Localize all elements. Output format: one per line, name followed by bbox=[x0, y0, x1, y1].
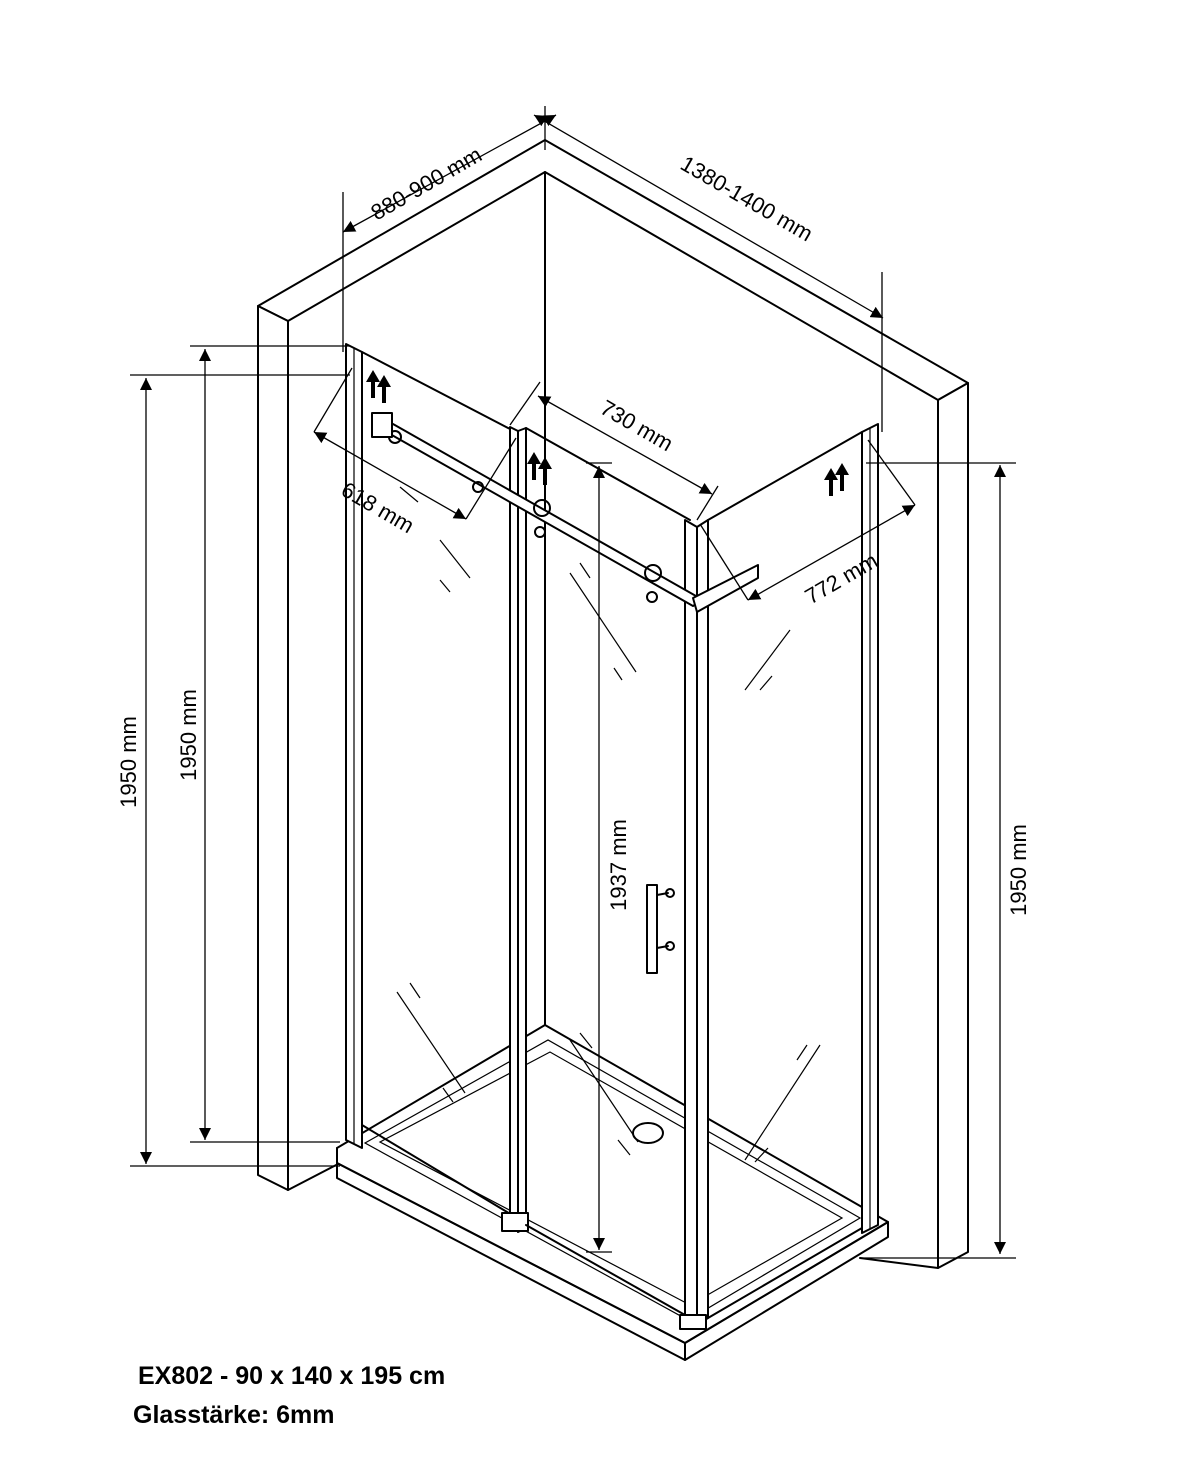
door-handle-icon bbox=[646, 884, 675, 974]
dimension-lines bbox=[130, 106, 1016, 1259]
up-arrow-icon bbox=[527, 452, 552, 485]
height-left-inner-label: 1950 mm bbox=[176, 689, 201, 781]
drain-icon bbox=[632, 1122, 664, 1144]
adjustment-arrows bbox=[366, 370, 849, 496]
door-opening-label: 730 mm bbox=[596, 395, 677, 456]
height-left-outer-label: 1950 mm bbox=[116, 716, 141, 808]
glass-thickness-caption: Glasstärke: 6mm bbox=[133, 1401, 335, 1429]
shower-tray bbox=[336, 1024, 889, 1361]
up-arrow-icon bbox=[824, 463, 849, 496]
height-right-label: 1950 mm bbox=[1006, 824, 1031, 916]
roller-icon bbox=[472, 481, 484, 493]
roller-icon bbox=[534, 526, 546, 538]
roller-icon bbox=[533, 499, 551, 517]
roller-icon bbox=[646, 591, 658, 603]
glass-reflections bbox=[396, 486, 821, 1163]
up-arrow-icon bbox=[366, 370, 391, 403]
height-door-label: 1937 mm bbox=[606, 819, 631, 911]
roller-icon bbox=[644, 564, 662, 582]
model-caption: EX802 - 90 x 140 x 195 cm bbox=[138, 1362, 446, 1390]
